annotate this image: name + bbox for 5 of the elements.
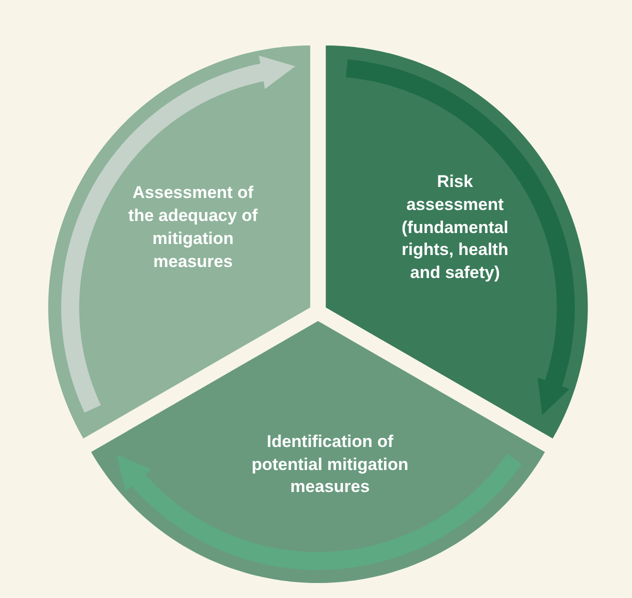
sector-label: Assessment of the adequacy of mitigation measures xyxy=(127,182,259,273)
cycle-arrow xyxy=(116,453,522,570)
sector-label: Risk assessment (fundamental rights, health and safety) xyxy=(400,170,510,284)
cycle-arrow xyxy=(61,56,296,414)
sector-label: Identification of potential mitigation measures xyxy=(250,430,410,498)
